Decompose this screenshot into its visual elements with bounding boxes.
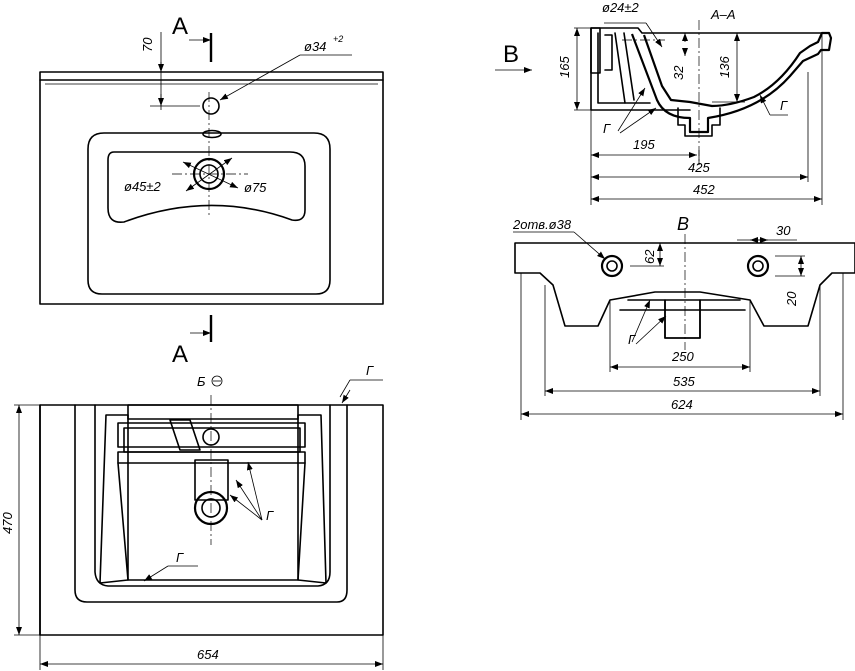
dim-165: 165 [557, 56, 572, 78]
dim-535: 535 [673, 374, 695, 389]
label-g-section-left: Г [603, 121, 611, 136]
dim-470: 470 [0, 512, 15, 534]
view-b-outline [514, 242, 855, 327]
view-b: B 2отв.ø38 62 30 20 Г 250 535 [512, 214, 855, 420]
label-g-bottom-mid: Г [266, 508, 274, 523]
label-g-section-right: Г [780, 98, 788, 113]
dim-62: 62 [642, 249, 657, 264]
bottom-outline [39, 404, 384, 636]
dim-drain-inner: ø45±2 [124, 179, 162, 194]
dim-624: 624 [671, 397, 693, 412]
dim-overflow: ø24±2 [602, 0, 640, 15]
section-marker-top: A [172, 13, 188, 40]
bowl-outer [87, 132, 331, 295]
dim-654: 654 [197, 647, 219, 662]
dim-tap-hole-tolerance: +2 [333, 34, 343, 44]
section-top-edge [590, 27, 823, 34]
section-view: A–A 165 32 136 ø24±2 195 425 452 [495, 0, 833, 205]
dim-tap-hole: ø34 [304, 39, 326, 54]
dim-136: 136 [717, 56, 732, 78]
dim-70: 70 [140, 37, 155, 52]
tap-hole [202, 97, 220, 115]
dim-425: 425 [688, 160, 710, 175]
label-g-view-b: Г [628, 332, 636, 347]
basin-outline [39, 71, 384, 305]
bottom-view: Б Г Г Г 470 654 [0, 363, 384, 670]
dim-30: 30 [776, 223, 791, 238]
overflow-slot [202, 129, 222, 139]
top-view: ø45±2 ø75 70 ø34 +2 A A [39, 13, 384, 368]
dim-195: 195 [633, 137, 655, 152]
dim-drain-outer: ø75 [244, 180, 267, 195]
label-g-bottom-low: Г [176, 550, 184, 565]
bowl-inner [107, 151, 306, 224]
hole-right [746, 254, 770, 278]
dim-452: 452 [693, 182, 715, 197]
dim-20: 20 [784, 291, 799, 307]
label-g-bottom-top: Г [366, 363, 374, 378]
section-title: A–A [710, 7, 736, 22]
view-arrow-b: B [503, 41, 519, 68]
hole-left [600, 254, 624, 278]
holes-note: 2отв.ø38 [512, 217, 572, 232]
bottom-view-title: Б [197, 374, 206, 389]
view-b-title: B [677, 214, 689, 234]
dim-32: 32 [671, 65, 686, 80]
dim-250: 250 [671, 349, 694, 364]
bowl-section [630, 31, 833, 134]
section-marker-bottom: A [172, 341, 188, 368]
